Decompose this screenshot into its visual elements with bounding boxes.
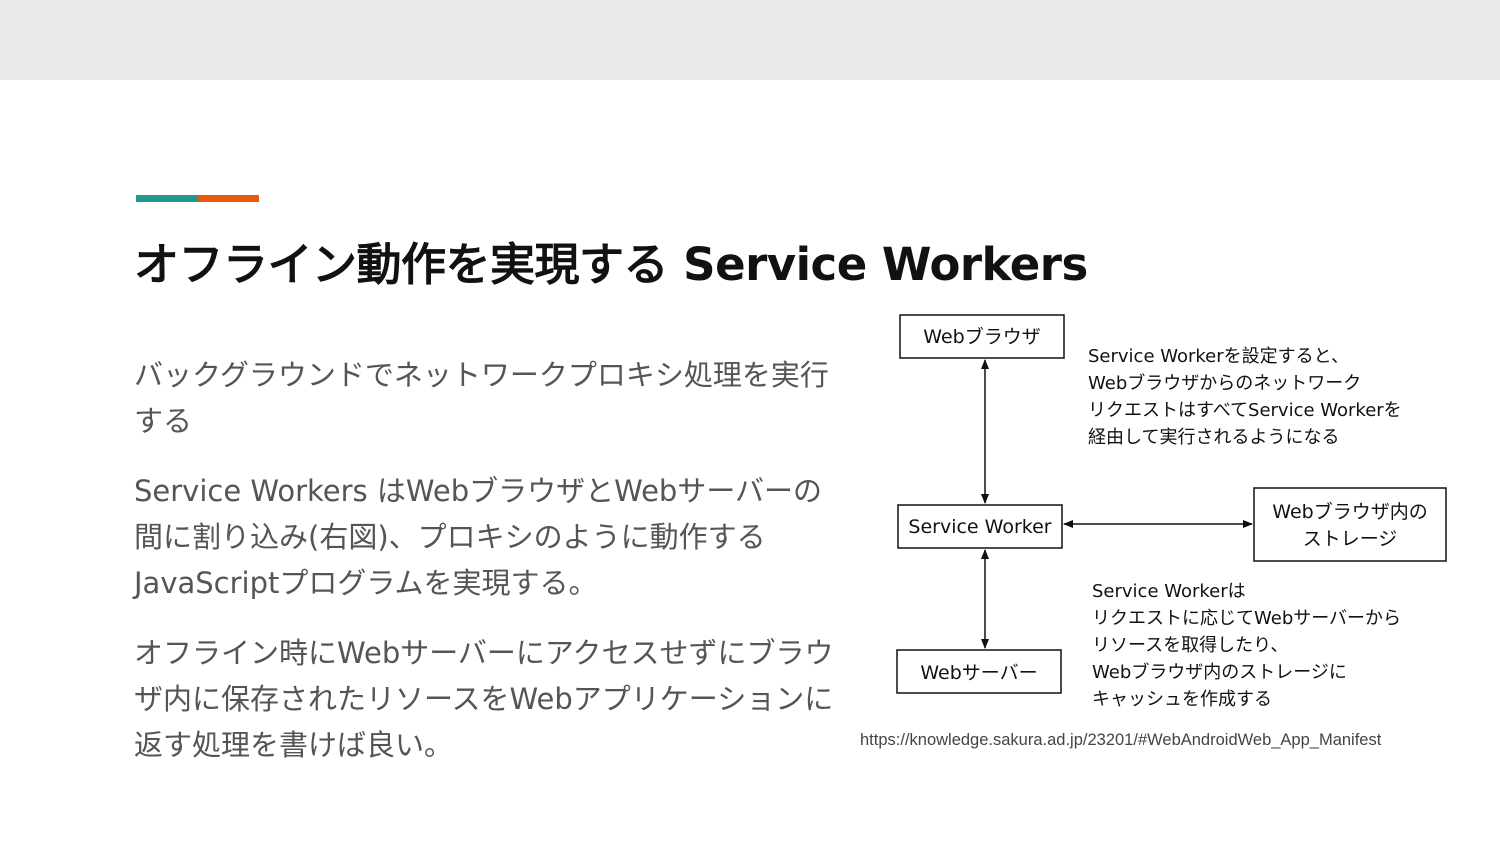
note-top-line-3: リクエストはすべてService Workerを: [1088, 400, 1402, 421]
paragraph-1: バックグラウンドでネットワークプロキシ処理を実行する: [134, 358, 829, 438]
note-bottom-line-2: リクエストに応じてWebサーバーから: [1092, 608, 1401, 629]
body-text: バックグラウンドでネットワークプロキシ処理を実行する Service Worke…: [134, 352, 844, 792]
note-top-line-1: Service Workerを設定すると、: [1088, 346, 1349, 367]
note-bottom-line-4: Webブラウザ内のストレージに: [1092, 661, 1347, 683]
accent-bar-teal: [136, 195, 198, 202]
node-browser-label: Webブラウザ: [923, 325, 1040, 348]
accent-bar-orange: [198, 195, 259, 202]
note-top: Service Workerを設定すると、 Webブラウザからのネットワーク リ…: [1088, 346, 1402, 448]
node-service-worker-box: [897, 504, 1063, 549]
node-service-worker-label: Service Worker: [908, 516, 1051, 538]
note-top-line-4: 経由して実行されるようになる: [1088, 427, 1339, 448]
node-browser-box: [899, 314, 1065, 359]
note-bottom: Service Workerは リクエストに応じてWebサーバーから リソースを…: [1092, 581, 1401, 710]
node-server-box: [896, 649, 1062, 694]
node-storage-label-2: ストレージ: [1303, 528, 1398, 550]
note-bottom-line-1: Service Workerは: [1092, 581, 1246, 602]
slide-title: オフライン動作を実現する Service Workers: [134, 238, 1088, 291]
source-link[interactable]: https://knowledge.sakura.ad.jp/23201/#We…: [860, 731, 1382, 749]
node-storage-box: [1253, 487, 1447, 562]
node-server-label: Webサーバー: [920, 662, 1037, 684]
top-band: [0, 0, 1500, 80]
note-top-line-2: Webブラウザからのネットワーク: [1088, 372, 1361, 394]
paragraph-3: オフライン時にWebサーバーにアクセスせずにブラウザ内に保存されたリソースをWe…: [134, 636, 834, 762]
service-worker-diagram: Webブラウザ Service Worker Webブラウザ内の ストレージ W…: [896, 314, 1447, 710]
node-storage-label-1: Webブラウザ内の: [1272, 500, 1427, 523]
paragraph-2: Service Workers はWebブラウザとWebサーバーの間に割り込み(…: [134, 474, 823, 600]
note-bottom-line-3: リソースを取得したり、: [1092, 635, 1288, 656]
note-bottom-line-5: キャッシュを作成する: [1092, 689, 1272, 710]
